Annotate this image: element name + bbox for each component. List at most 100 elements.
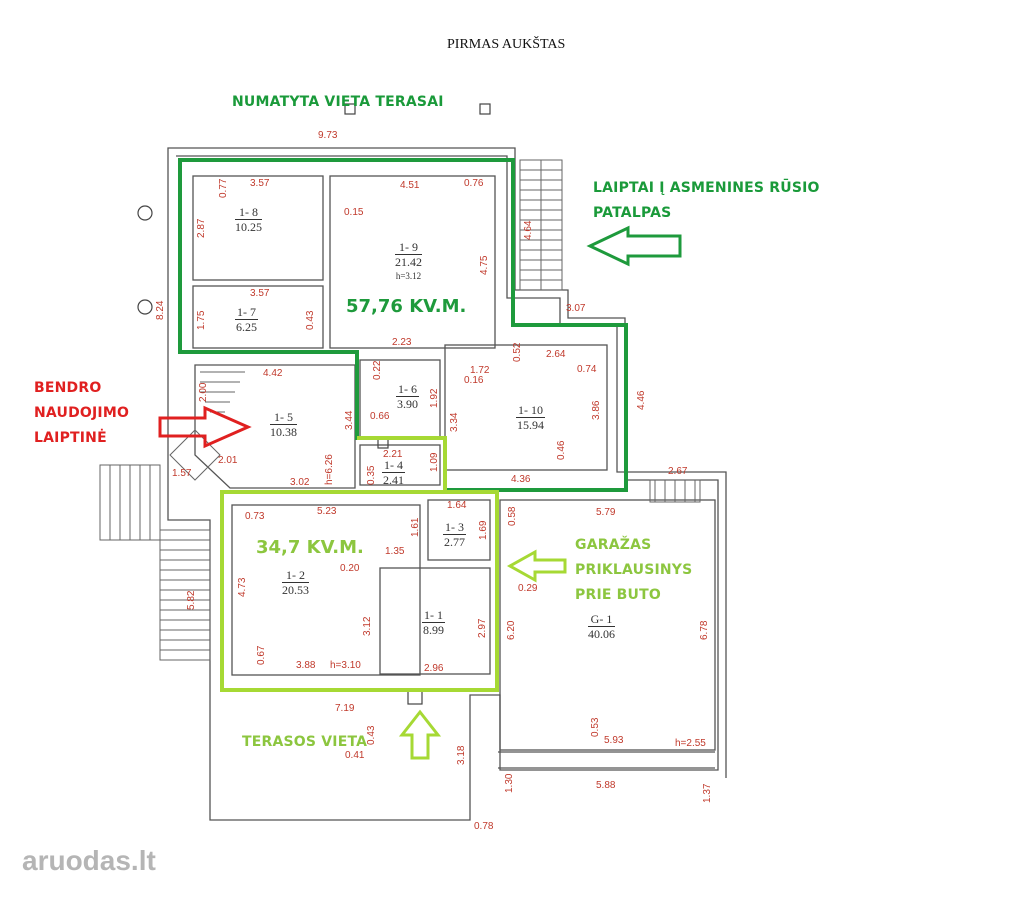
dim-label: 0.76 [464,178,484,189]
dim-label: 5.23 [317,506,337,517]
arrow-left-garage [506,549,567,583]
dim-label: 0.78 [474,821,494,832]
dim-label: 1.72 [470,365,490,376]
dim-label: 0.15 [344,207,364,218]
dim-label: h=3.10 [330,660,361,671]
dim-label: 4.73 [237,577,248,597]
dim-label: 1.35 [385,546,405,557]
dim-label: 1.61 [410,517,421,537]
dim-label: 0.52 [512,342,523,362]
dim-label: 2.23 [392,337,412,348]
dim-label: 0.46 [556,440,567,460]
dim-label: 4.42 [263,368,283,379]
dim-label: 0.43 [366,725,377,745]
dim-label: 7.19 [335,703,355,714]
dim-label: 4.46 [636,390,647,410]
arrow-left-stairs [586,225,682,267]
dim-label: 0.67 [256,645,267,665]
stairs [99,159,701,661]
dim-label: 0.22 [372,360,383,380]
dim-label: 1.09 [429,452,440,472]
dim-label: 0.74 [577,364,597,375]
dim-label: 0.58 [507,506,518,526]
dim-label: 0.41 [345,750,365,761]
dim-label: 5.79 [596,507,616,518]
dim-label: 9.73 [318,130,338,141]
dim-label: 2.01 [218,455,238,466]
dim-label: 1.64 [447,500,467,511]
dim-label: h=2.55 [675,738,706,749]
dim-label: 1.37 [702,783,713,803]
dim-label: 3.34 [449,412,460,432]
dim-label: 6.78 [699,620,710,640]
columns [137,103,491,705]
dim-label: 3.18 [456,745,467,765]
dim-label: 1.30 [504,773,515,793]
common-stair-label-2: NAUDOJIMO [34,405,130,421]
dim-label: 2.97 [477,618,488,638]
dim-label: 2.64 [546,349,566,360]
dim-label: 3.57 [250,178,270,189]
stairs-storage-label-2: PATALPAS [593,205,672,221]
dim-label: 2.96 [424,663,444,674]
stairs-storage-label: LAIPTAI Į ASMENINES RŪSIO [593,180,820,196]
dim-label: 2.67 [668,466,688,477]
common-stair-label-3: LAIPTINĖ [34,430,107,446]
dim-label: 2.87 [196,218,207,238]
dim-label: 5.82 [186,590,197,610]
dim-label: 0.53 [590,717,601,737]
terrace-place-label: TERASOS VIETA [242,734,368,750]
dim-label: 3.12 [362,616,373,636]
dim-label: 1.92 [429,388,440,408]
dim-label: 0.29 [518,583,538,594]
dim-label: 0.35 [366,465,377,485]
dim-label: 2.21 [383,449,403,460]
arrow-right-common [158,405,252,449]
dim-label: 3.07 [566,303,586,314]
dim-label: 4.75 [479,255,490,275]
dim-label: 8.24 [155,300,166,320]
watermark-logo: aruodas.lt [22,845,156,876]
dim-label: 0.16 [464,375,484,386]
common-stair-label-1: BENDRO [34,380,102,396]
garage-label-3: PRIE BUTO [575,587,661,603]
dim-label: 4.51 [400,180,420,191]
dim-label: 5.93 [604,735,624,746]
dim-label: 4.64 [523,220,534,240]
dim-label: 0.43 [305,310,316,330]
dim-label: 2.00 [198,382,209,402]
dim-label: 3.44 [344,410,355,430]
lower-area-label: 34,7 KV.M. [256,537,364,558]
dim-label: 3.57 [250,288,270,299]
dim-label: 4.36 [511,474,531,485]
upper-area-label: 57,76 KV.M. [346,296,467,317]
dim-label: 3.86 [591,400,602,420]
arrow-up-terrace [398,709,442,760]
walls [167,147,727,821]
dim-label: 3.88 [296,660,316,671]
dim-label: 6.20 [506,620,517,640]
dim-label: 3.02 [290,477,310,488]
floor-heading: PIRMAS AUKŠTAS [447,37,566,52]
terrace-planned-label: NUMATYTA VIETA TERASAI [232,94,444,110]
dim-label: 1.57 [172,468,192,479]
garage-label-2: PRIKLAUSINYS [575,562,693,578]
dim-label: 5.88 [596,780,616,791]
dim-label: 1.69 [478,520,489,540]
dim-label: 0.73 [245,511,265,522]
garage-label-1: GARAŽAS [575,537,652,553]
dim-label: 0.77 [218,178,229,198]
lower-zone-outline [220,436,499,692]
